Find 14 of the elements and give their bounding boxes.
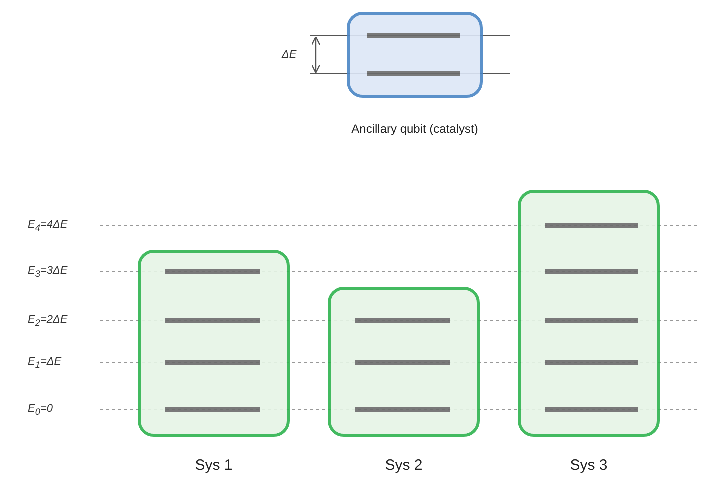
system-box — [138, 250, 290, 437]
qubit-box — [347, 12, 483, 98]
energy-label: E$_{0}$=0 — [28, 402, 53, 418]
energy-label: E$_{3}$=3ΔE — [28, 264, 68, 280]
system-label: Sys 1 — [195, 457, 233, 474]
system-box — [518, 190, 660, 437]
energy-label: E$_{1}$=ΔE — [28, 356, 62, 370]
system-label: Sys 2 — [385, 457, 423, 474]
energy-label: E$_{2}$=2ΔE — [28, 314, 68, 328]
system-label: Sys 3 — [570, 457, 608, 474]
system-box — [328, 287, 480, 437]
dimension-label: ΔE — [282, 49, 297, 61]
qubit-label: Ancillary qubit (catalyst) — [352, 122, 478, 136]
energy-label: E$_{4}$=4ΔE — [28, 218, 68, 234]
